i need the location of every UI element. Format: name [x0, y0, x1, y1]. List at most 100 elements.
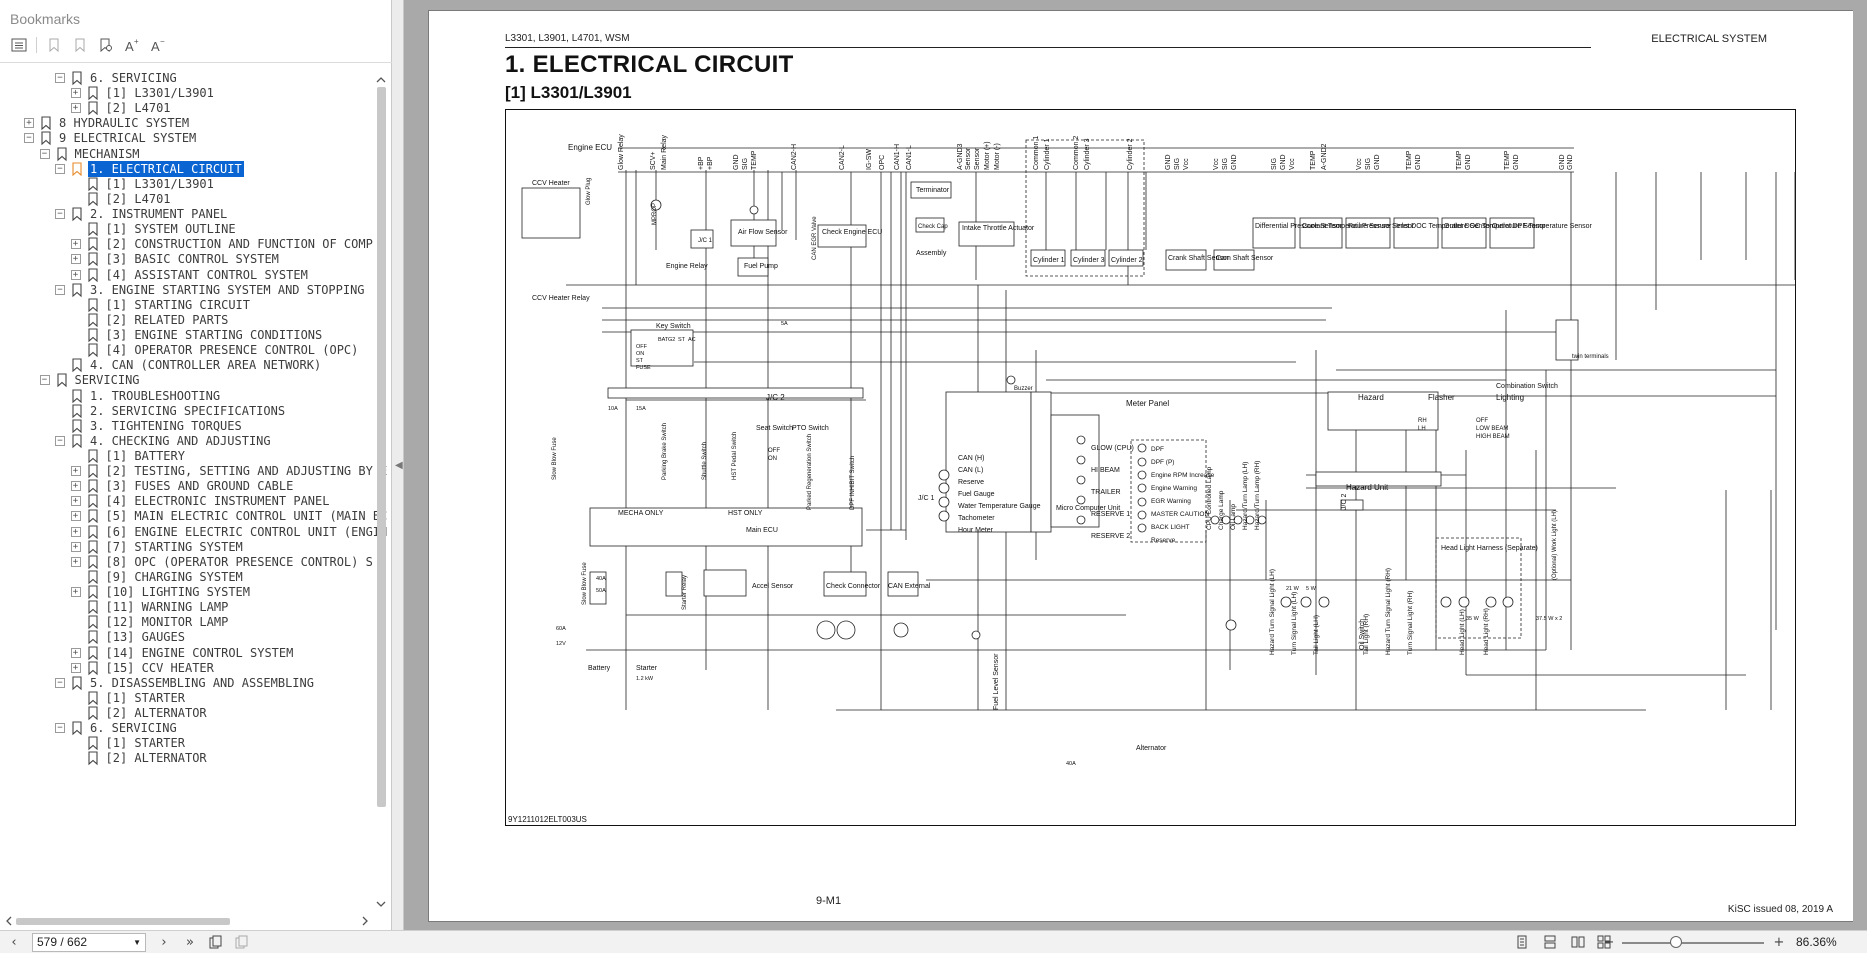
page-compare-button[interactable] — [232, 933, 252, 951]
bookmark-item[interactable]: +[2] CONSTRUCTION AND FUNCTION OF COMP — [0, 235, 374, 253]
bookmark-item[interactable]: [1] STARTER — [0, 734, 374, 752]
collapse-panel-icon[interactable]: ◀ — [395, 460, 403, 471]
bookmark-item[interactable]: +[3] BASIC CONTROL SYSTEM — [0, 250, 374, 268]
bookmark-item[interactable]: [1] BATTERY — [0, 447, 374, 465]
bookmark-item[interactable]: +[10] LIGHTING SYSTEM — [0, 583, 374, 601]
continuous-view-button[interactable] — [1540, 933, 1560, 951]
zoom-level[interactable]: 86.36% — [1796, 935, 1837, 949]
zoom-out-button[interactable]: − — [1600, 933, 1618, 951]
document-view[interactable]: L3301, L3901, L4701, WSM ELECTRICAL SYST… — [404, 0, 1867, 930]
two-page-continuous-button[interactable] — [1594, 933, 1614, 951]
bookmark-item[interactable]: +[5] MAIN ELECTRIC CONTROL UNIT (MAIN EC — [0, 507, 387, 525]
next-page-button[interactable]: › — [154, 933, 174, 951]
bookmark-item[interactable]: 2. SERVICING SPECIFICATIONS — [0, 402, 374, 420]
zoom-slider-thumb[interactable] — [1669, 936, 1682, 948]
expand-icon[interactable]: + — [70, 541, 81, 552]
bookmark-item[interactable]: +[6] ENGINE ELECTRIC CONTROL UNIT (ENGIN — [0, 523, 387, 541]
collapse-icon[interactable]: − — [55, 284, 65, 295]
bookmark-item[interactable]: [1] SYSTEM OUTLINE — [0, 220, 374, 238]
bookmark-item[interactable]: 1. TROUBLESHOOTING — [0, 387, 374, 405]
expand-icon[interactable]: + — [70, 511, 81, 522]
expand-text-button[interactable]: A+ — [121, 34, 143, 56]
expand-icon[interactable]: + — [70, 587, 81, 598]
bookmark-item[interactable]: [2] ALTERNATOR — [0, 749, 374, 767]
bookmark-item[interactable]: 3. TIGHTENING TORQUES — [0, 417, 374, 435]
scroll-right-icon[interactable] — [360, 914, 370, 928]
bookmark-item[interactable]: −MECHANISM — [0, 145, 374, 163]
expand-icon[interactable]: + — [24, 118, 34, 129]
collapse-icon[interactable]: − — [55, 163, 65, 174]
bookmark-item[interactable]: −6. SERVICING — [0, 69, 374, 87]
expand-icon[interactable]: + — [70, 466, 81, 477]
collapse-icon[interactable]: − — [55, 677, 65, 688]
single-page-view-button[interactable] — [1512, 933, 1532, 951]
bookmark-item[interactable]: [1] STARTING CIRCUIT — [0, 296, 374, 314]
last-page-button[interactable]: » — [180, 933, 200, 951]
bookmark-item[interactable]: [9] CHARGING SYSTEM — [0, 568, 374, 586]
expand-icon[interactable]: + — [70, 269, 81, 280]
bookmark-item[interactable]: [1] STARTER — [0, 689, 374, 707]
zoom-in-button[interactable]: + — [1770, 933, 1788, 951]
bookmark-item[interactable]: −4. CHECKING AND ADJUSTING — [0, 432, 374, 450]
collapse-icon[interactable]: − — [55, 435, 65, 446]
new-bookmark-button[interactable] — [43, 34, 65, 56]
expand-icon[interactable]: + — [70, 254, 81, 265]
page-view-button[interactable] — [206, 933, 226, 951]
bookmark-item[interactable]: +[4] ELECTRONIC INSTRUMENT PANEL — [0, 492, 374, 510]
collapse-icon[interactable]: − — [39, 375, 50, 386]
bookmark-item[interactable]: +[7] STARTING SYSTEM — [0, 538, 374, 556]
bookmark-item[interactable]: +[15] CCV HEATER — [0, 659, 374, 677]
expand-icon[interactable]: + — [70, 88, 81, 99]
expand-icon[interactable]: + — [70, 556, 81, 567]
expand-icon[interactable]: + — [70, 496, 81, 507]
bookmark-item[interactable]: +[2] L4701 — [0, 99, 374, 117]
previous-page-button[interactable]: ‹ — [4, 933, 24, 951]
bookmark-item[interactable]: [2] ALTERNATOR — [0, 704, 374, 722]
scroll-left-icon[interactable] — [4, 914, 14, 928]
expand-icon[interactable]: + — [70, 526, 81, 537]
bookmark-item[interactable]: [12] MONITOR LAMP — [0, 613, 374, 631]
bookmark-item[interactable]: [13] GAUGES — [0, 628, 374, 646]
panel-splitter[interactable]: ◀ — [392, 0, 404, 930]
bookmark-item[interactable]: [2] RELATED PARTS — [0, 311, 374, 329]
bookmark-item[interactable]: [4] OPERATOR PRESENCE CONTROL (OPC) — [0, 341, 374, 359]
bookmark-item[interactable]: −3. ENGINE STARTING SYSTEM AND STOPPING — [0, 281, 374, 299]
collapse-icon[interactable]: − — [24, 133, 34, 144]
zoom-slider-track[interactable] — [1622, 942, 1764, 944]
bookmark-item[interactable]: −9 ELECTRICAL SYSTEM — [0, 129, 374, 147]
find-bookmark-button[interactable] — [95, 34, 117, 56]
bookmark-item[interactable]: −2. INSTRUMENT PANEL — [0, 205, 374, 223]
bookmark-item[interactable]: [3] ENGINE STARTING CONDITIONS — [0, 326, 374, 344]
bookmark-item[interactable]: +8 HYDRAULIC SYSTEM — [0, 114, 374, 132]
bookmark-item[interactable]: [2] L4701 — [0, 190, 374, 208]
two-page-view-button[interactable] — [1568, 933, 1588, 951]
collapse-icon[interactable]: − — [39, 148, 50, 159]
bookmark-item[interactable]: +[14] ENGINE CONTROL SYSTEM — [0, 644, 374, 662]
expand-icon[interactable]: + — [70, 239, 81, 250]
expand-icon[interactable]: + — [70, 481, 81, 492]
bookmark-item[interactable]: +[1] L3301/L3901 — [0, 84, 374, 102]
bookmark-item[interactable]: −6. SERVICING — [0, 719, 374, 737]
bookmark-item[interactable]: +[8] OPC (OPERATOR PRESENCE CONTROL) S — [0, 553, 374, 571]
page-number-input[interactable]: 579 / 662 ▼ — [32, 933, 146, 952]
bookmark-item[interactable]: 4. CAN (CONTROLLER AREA NETWORK) — [0, 356, 374, 374]
chevron-down-icon[interactable]: ▼ — [133, 938, 141, 947]
bookmark-item[interactable]: +[2] TESTING, SETTING AND ADJUSTING BY E — [0, 462, 387, 480]
expand-icon[interactable]: + — [70, 662, 81, 673]
bookmark-item[interactable]: −5. DISASSEMBLING AND ASSEMBLING — [0, 674, 374, 692]
bookmark-item[interactable]: [11] WARNING LAMP — [0, 598, 374, 616]
expand-icon[interactable]: + — [70, 103, 81, 114]
collapse-icon[interactable]: − — [55, 209, 65, 220]
collapse-icon[interactable]: − — [55, 723, 65, 734]
bookmark-item[interactable]: +[3] FUSES AND GROUND CABLE — [0, 477, 374, 495]
bookmark-item[interactable]: −SERVICING — [0, 371, 374, 389]
collapse-icon[interactable]: − — [55, 73, 65, 83]
document-vertical-scrollbar[interactable] — [1853, 0, 1867, 930]
scroll-down-icon[interactable] — [374, 899, 388, 909]
bookmark-item[interactable]: [1] L3301/L3901 — [0, 175, 374, 193]
bookmarks-scroll-thumb[interactable] — [377, 87, 386, 807]
bookmarks-horizontal-scrollbar[interactable] — [0, 914, 374, 928]
bookmark-item[interactable]: −1. ELECTRICAL CIRCUIT — [0, 160, 374, 178]
bookmarks-vertical-scrollbar[interactable] — [374, 73, 388, 913]
bookmark-item[interactable]: +[4] ASSISTANT CONTROL SYSTEM — [0, 266, 374, 284]
